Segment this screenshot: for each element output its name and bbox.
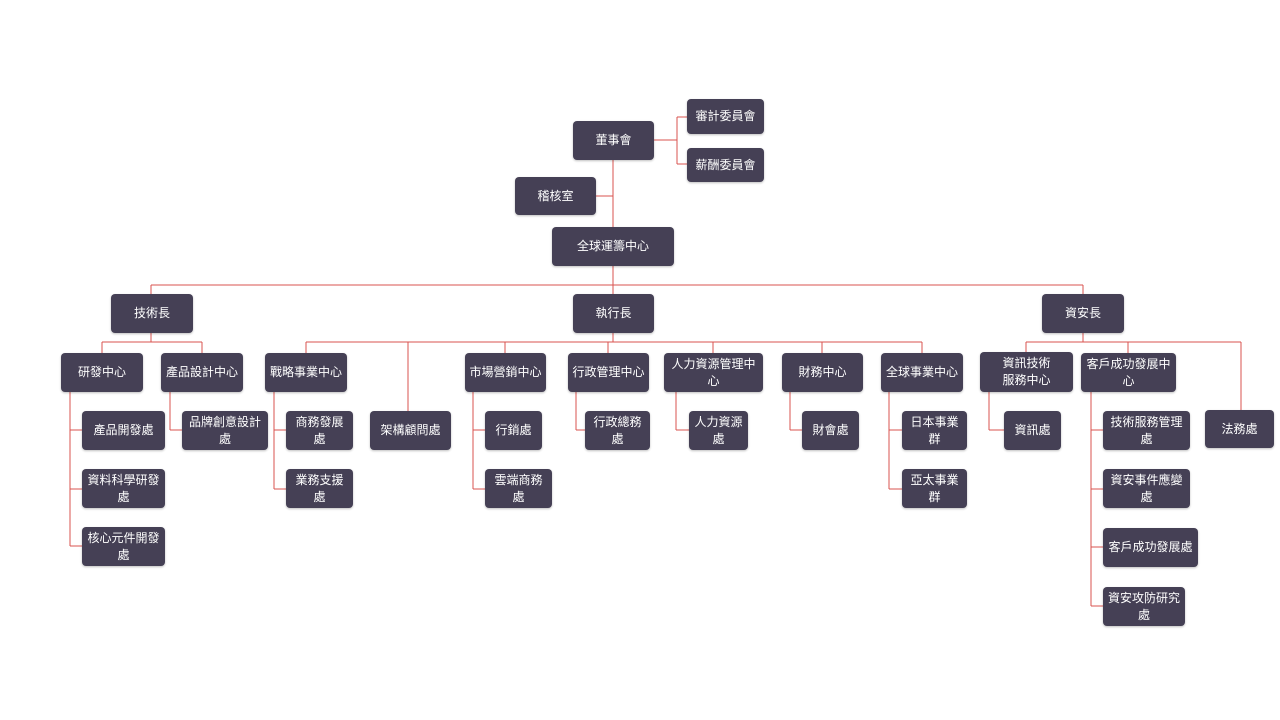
node-product-dev[interactable]: 產品開發處 (82, 411, 165, 450)
node-admin-center[interactable]: 行政管理中心 (568, 353, 649, 392)
node-it-service-center[interactable]: 資訊技術 服務中心 (980, 352, 1073, 392)
node-rd-center[interactable]: 研發中心 (61, 353, 143, 392)
node-compensation-committee[interactable]: 薪酬委員會 (687, 148, 764, 182)
node-marketing-dept[interactable]: 行銷處 (485, 411, 542, 450)
node-cloud-commerce[interactable]: 雲端商務處 (485, 469, 552, 508)
node-business-support[interactable]: 業務支援處 (286, 469, 353, 508)
node-general-admin[interactable]: 行政總務處 (585, 411, 650, 450)
node-security-research[interactable]: 資安攻防研究處 (1103, 587, 1185, 626)
node-strategy-center[interactable]: 戰略事業中心 (265, 353, 347, 392)
node-hr-center[interactable]: 人力資源管理中心 (664, 353, 763, 392)
node-finance-center[interactable]: 財務中心 (782, 353, 863, 392)
node-product-design-center[interactable]: 產品設計中心 (161, 353, 243, 392)
node-japan-group[interactable]: 日本事業群 (902, 411, 967, 450)
node-internal-audit[interactable]: 稽核室 (515, 177, 596, 215)
node-legal[interactable]: 法務處 (1205, 410, 1274, 448)
node-architecture-advisory[interactable]: 架構顧問處 (370, 411, 451, 450)
node-global-ops[interactable]: 全球運籌中心 (552, 227, 674, 266)
node-brand-design[interactable]: 品牌創意設計處 (182, 411, 268, 450)
node-marketing-center[interactable]: 市場營銷中心 (465, 353, 546, 392)
node-security-incident[interactable]: 資安事件應變處 (1103, 469, 1190, 508)
node-ciso[interactable]: 資安長 (1042, 294, 1124, 333)
node-it-dept[interactable]: 資訊處 (1004, 411, 1061, 450)
node-audit-committee[interactable]: 審計委員會 (687, 99, 764, 134)
node-accounting[interactable]: 財會處 (802, 411, 859, 450)
node-global-business-center[interactable]: 全球事業中心 (881, 353, 963, 392)
node-cto[interactable]: 技術長 (111, 294, 193, 333)
node-customer-success-dept[interactable]: 客戶成功發展處 (1103, 528, 1198, 567)
node-customer-success-center[interactable]: 客戶成功發展中心 (1081, 353, 1176, 392)
node-data-science-rd[interactable]: 資料科學研發處 (82, 469, 165, 508)
node-board[interactable]: 董事會 (573, 121, 654, 160)
node-business-dev[interactable]: 商務發展處 (286, 411, 353, 450)
node-core-component-dev[interactable]: 核心元件開發處 (82, 527, 165, 566)
node-hr-dept[interactable]: 人力資源處 (689, 411, 748, 450)
node-tech-service-mgmt[interactable]: 技術服務管理處 (1103, 411, 1190, 450)
node-ceo[interactable]: 執行長 (573, 294, 654, 333)
node-apac-group[interactable]: 亞太事業群 (902, 469, 967, 508)
